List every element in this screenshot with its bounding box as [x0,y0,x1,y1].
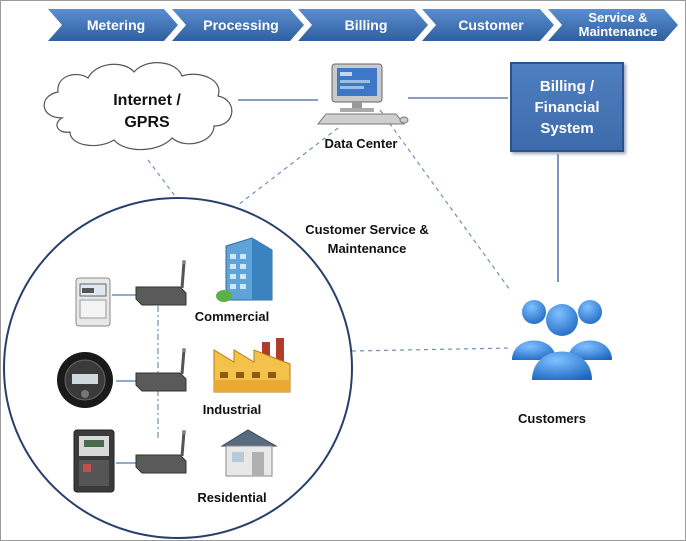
internet-cloud-icon [43,62,233,151]
internet-label: Internet / GPRS [113,92,181,131]
process-chevrons [48,9,678,41]
electric-meter-icon [75,277,111,327]
chevron-service [548,9,678,41]
digital-meter-icon [73,429,115,493]
billing-system-box: Billing / Financial System [510,62,624,152]
stage-metering-label: Metering [86,17,146,33]
customer-service-label: Customer Service & Maintenance [305,222,429,256]
stage-billing-label: Billing [344,17,388,33]
round-meter-icon [57,352,113,408]
residential-label: Residential [197,490,267,505]
house-icon [220,429,278,477]
modem-icon [135,430,187,474]
chevron-billing [298,9,428,41]
office-building-icon [216,237,273,302]
stage-service-label: Service & Maintenance [578,10,658,39]
modem-icon [135,260,187,306]
chevron-processing [172,9,304,41]
factory-icon [213,338,291,393]
customers-icon [512,300,612,380]
billing-system-label: Billing / Financial System [534,77,600,137]
stage-customer-label: Customer [458,17,524,33]
chevron-metering [48,9,178,41]
data-center-computer-icon [316,63,409,125]
commercial-label: Commercial [194,309,270,324]
dashed-connectors [147,109,513,352]
stage-processing-label: Processing [203,17,279,33]
solid-connectors [238,97,559,282]
modem-icon [135,348,187,392]
data-center-label: Data Center [324,136,398,151]
customers-label: Customers [518,411,586,426]
chevron-customer [422,9,554,41]
industrial-label: Industrial [202,402,262,417]
